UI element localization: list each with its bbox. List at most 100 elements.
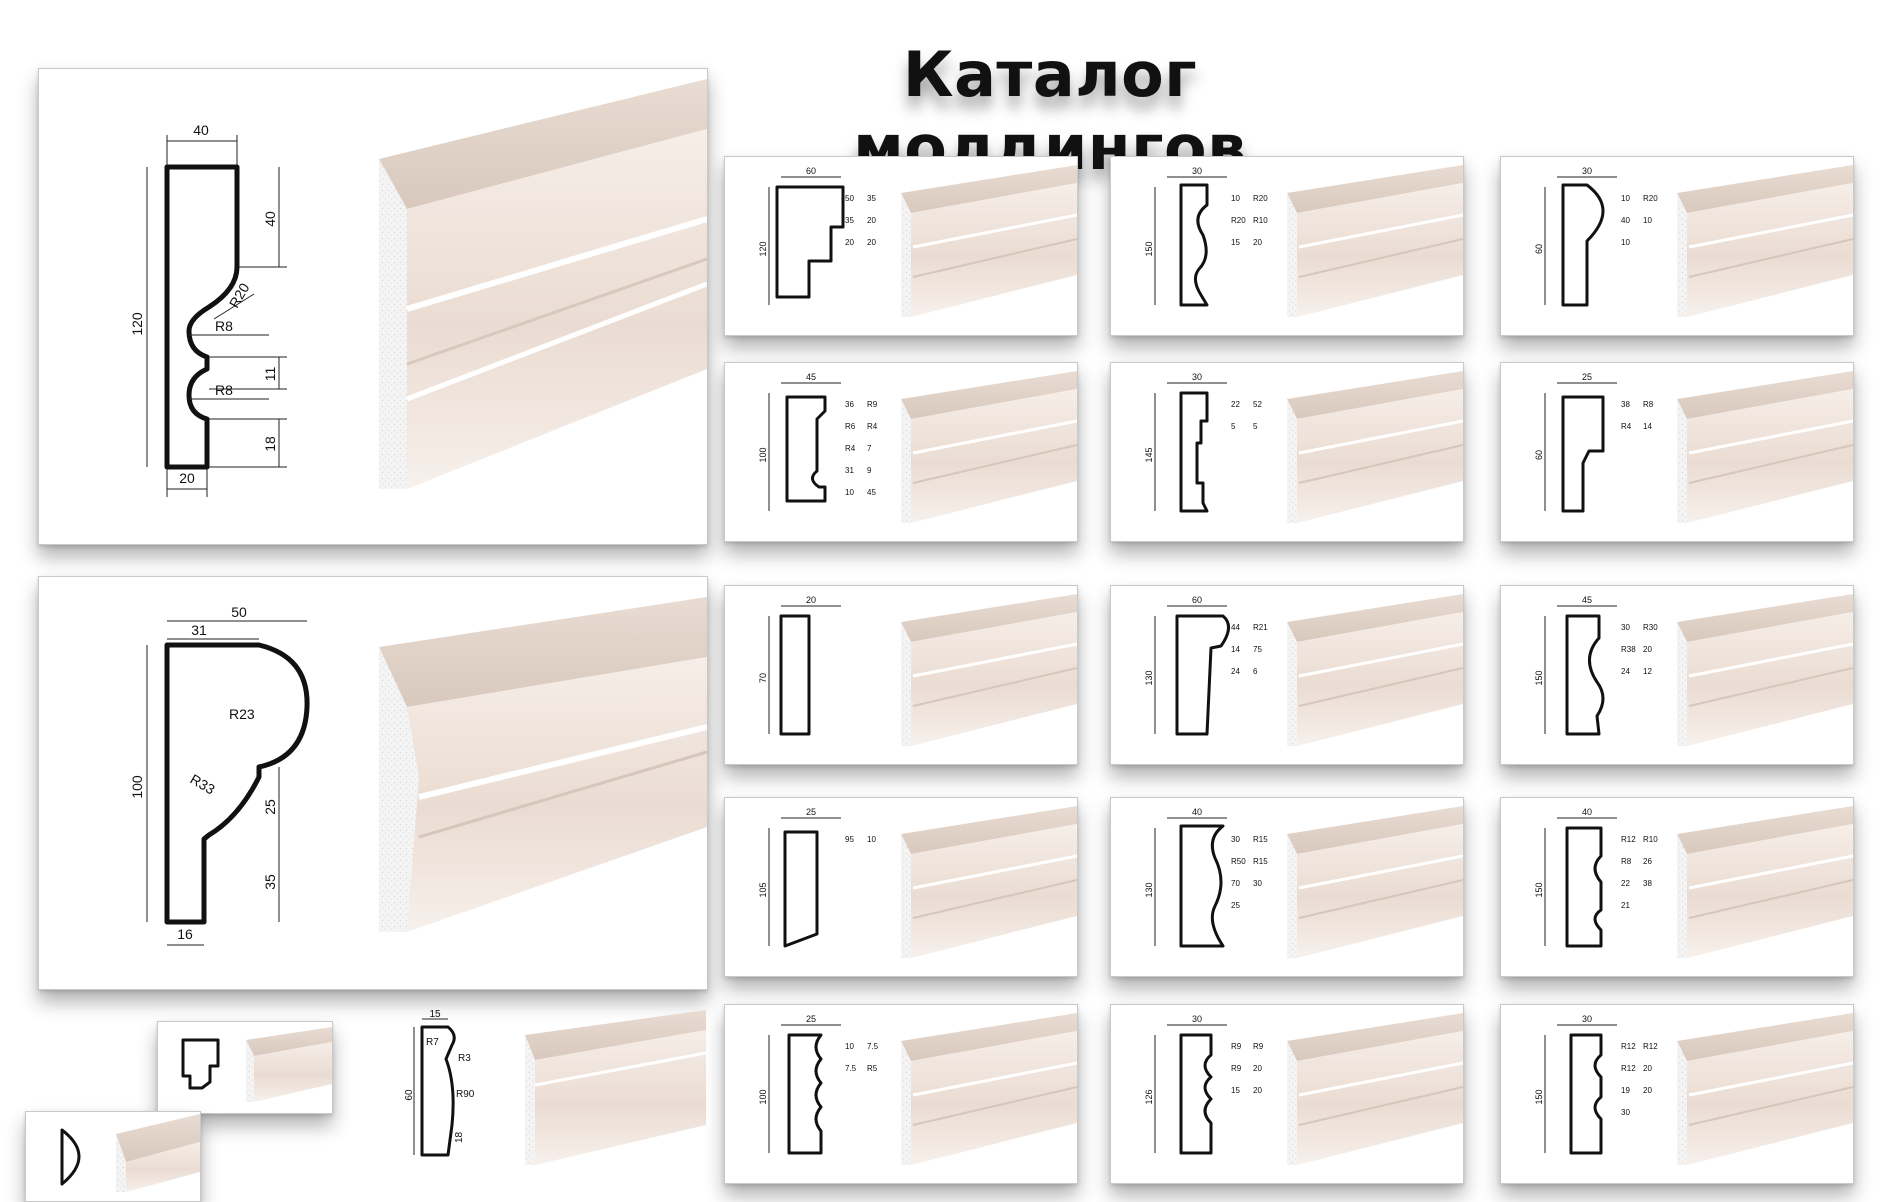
dim-r1: R15 — [1253, 835, 1268, 844]
dim-r1: R9 — [1231, 1042, 1242, 1051]
dim-bottom: 18 — [262, 436, 278, 452]
dim-b: 7.5 — [867, 1042, 879, 1051]
dim-b: 19 — [1621, 1086, 1630, 1095]
dim-w2: 44 — [1231, 623, 1240, 632]
dim-c: 5 — [1231, 422, 1236, 431]
dim-r2: R4 — [1621, 422, 1632, 431]
dim-width: 30 — [1582, 1014, 1592, 1024]
dim-height: 145 — [1144, 447, 1154, 462]
dim-width: 30 — [1192, 372, 1202, 382]
dim-width: 25 — [806, 1014, 816, 1024]
molding-render — [1287, 806, 1463, 854]
molding-drawing: 50 31 100 R23 R33 25 35 16 — [129, 597, 707, 946]
dim-height: 70 — [758, 673, 768, 683]
dim-base: 45 — [867, 488, 876, 497]
dim-height: 126 — [1144, 1089, 1154, 1104]
dim-r2: R12 — [1643, 1042, 1658, 1051]
molding-render — [901, 594, 1077, 642]
dim-b: 52 — [1253, 400, 1262, 409]
dim-height: 100 — [758, 1089, 768, 1104]
molding-card-medium[interactable]: 15 60 R7 R3 R90 18 — [390, 1005, 707, 1185]
molding-render — [1287, 371, 1463, 419]
dim-r1: R12 — [1621, 835, 1636, 844]
dim-mid: 25 — [262, 799, 278, 815]
dim-c: 20 — [1253, 1086, 1262, 1095]
dim-b: 15 — [1231, 1086, 1240, 1095]
dim-d: 20 — [867, 216, 876, 225]
dim-height: 60 — [1534, 450, 1544, 460]
molding-render — [1287, 165, 1463, 213]
molding-card-large-1[interactable]: 40 120 40 R20 R8 11 R8 18 20 — [38, 68, 708, 545]
dim-c: 30 — [1253, 879, 1262, 888]
dim-r1: R20 — [1643, 194, 1658, 203]
dim-r3: R8 — [215, 382, 233, 398]
molding-render — [1677, 165, 1853, 213]
dim-width: 40 — [193, 122, 209, 138]
dim-f: 20 — [867, 238, 876, 247]
dim-e: 20 — [1253, 238, 1262, 247]
molding-render — [1677, 1013, 1853, 1061]
dim-height: 120 — [129, 312, 145, 336]
dim-r2: R3 — [458, 1053, 471, 1064]
dim-b: 40 — [1621, 216, 1630, 225]
dim-a: 14 — [1231, 645, 1240, 654]
dim-c: 12 — [1643, 667, 1652, 676]
dim-height: 150 — [1534, 882, 1544, 897]
dim-r3: R15 — [1253, 857, 1268, 866]
dim-r2: R10 — [1643, 835, 1658, 844]
molding-card-thumb-1[interactable] — [157, 1021, 333, 1114]
dim-width: 40 — [1192, 807, 1202, 817]
dim-width: 30 — [1582, 166, 1592, 176]
dim-a: 20 — [1253, 1064, 1262, 1073]
dim-r1: R30 — [1643, 623, 1658, 632]
dim-a: 10 — [845, 1042, 854, 1051]
dim-r1: R21 — [1253, 623, 1268, 632]
dim-d: 10 — [845, 488, 854, 497]
dim-r3: R4 — [867, 422, 878, 431]
dim-b: 75 — [1253, 645, 1262, 654]
dim-width: 25 — [1582, 372, 1592, 382]
dim-r4: R4 — [845, 444, 856, 453]
dim-a: 30 — [1231, 835, 1240, 844]
dim-width: 30 — [1192, 166, 1202, 176]
molding-render — [1287, 594, 1463, 642]
molding-drawing: 40 120 40 R20 R8 11 R8 18 20 — [129, 79, 707, 497]
molding-card-large-2[interactable]: 50 31 100 R23 R33 25 35 16 — [38, 576, 708, 990]
dim-top: 40 — [262, 211, 278, 227]
dim-r2: R20 — [1231, 216, 1246, 225]
molding-card-thumb-2[interactable] — [25, 1111, 201, 1202]
molding-render — [379, 597, 707, 707]
dim-height: 120 — [758, 241, 768, 256]
molding-render — [1287, 1013, 1463, 1061]
dim-width: 60 — [806, 166, 816, 176]
dim-height: 130 — [1144, 882, 1154, 897]
dim-width: 20 — [806, 595, 816, 605]
dim-c: 38 — [1643, 879, 1652, 888]
